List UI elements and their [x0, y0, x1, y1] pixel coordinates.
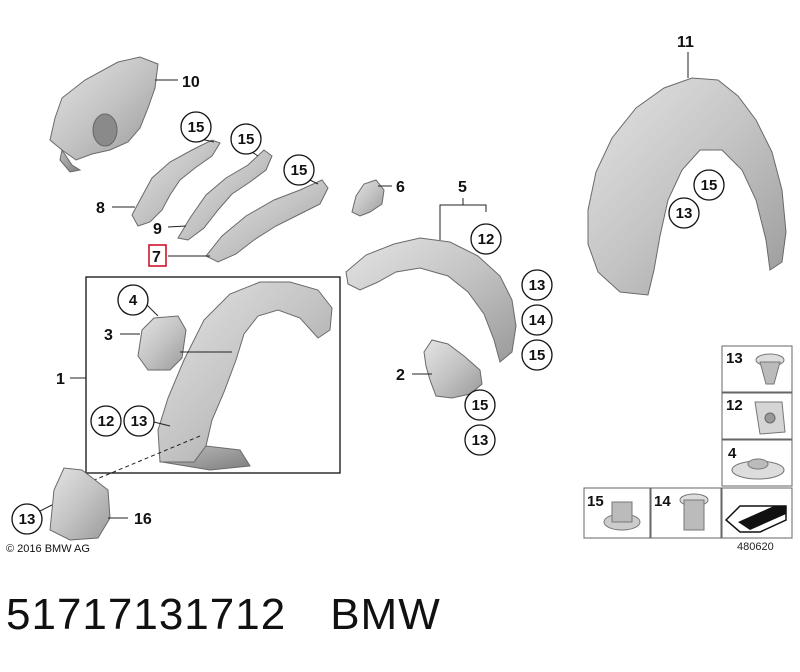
label-2: 2	[396, 367, 405, 384]
callout-13-b: 13	[464, 424, 496, 456]
svg-text:13: 13	[472, 432, 489, 449]
callout-4: 4	[117, 284, 149, 316]
label-1: 1	[56, 371, 65, 388]
callout-13-c: 13	[668, 197, 700, 229]
fastener-legend	[583, 345, 793, 539]
svg-text:15: 15	[188, 119, 205, 136]
svg-text:15: 15	[238, 131, 255, 148]
callout-12-a: 12	[470, 223, 502, 255]
svg-text:13: 13	[676, 205, 693, 222]
arrow-pictogram-icon	[724, 505, 787, 533]
clip-4-icon	[731, 458, 785, 480]
callout-15-a: 15	[180, 111, 212, 143]
label-3: 3	[104, 327, 113, 344]
image-id: 480620	[737, 541, 774, 553]
callout-14-a: 14	[521, 304, 553, 336]
callout-13-d: 13	[123, 405, 155, 437]
part-8-shape	[131, 139, 221, 227]
legend-label-4: 4	[728, 445, 737, 462]
part-3-shape	[137, 315, 187, 371]
legend-label-13: 13	[726, 350, 743, 367]
callout-15-c: 15	[283, 154, 315, 186]
part-7-shape	[205, 179, 329, 263]
part-1-shape	[157, 281, 333, 471]
label-16: 16	[134, 511, 152, 528]
svg-text:13: 13	[131, 413, 148, 430]
nut-15-icon	[603, 501, 641, 531]
svg-text:4: 4	[129, 292, 138, 309]
svg-text:12: 12	[478, 231, 495, 248]
plug-14-icon	[679, 493, 709, 531]
callout-13-e: 13	[11, 503, 43, 535]
svg-text:13: 13	[529, 277, 546, 294]
highlight-box-7	[148, 244, 167, 267]
label-5: 5	[458, 179, 467, 196]
svg-text:15: 15	[291, 162, 308, 179]
part-number: 51717131712	[6, 590, 287, 639]
part-1-group-box	[85, 276, 341, 474]
callout-15-d: 15	[521, 339, 553, 371]
legend-label-12: 12	[726, 397, 743, 414]
label-9: 9	[153, 221, 162, 238]
callout-12-b: 12	[90, 405, 122, 437]
part-5-shape	[345, 237, 517, 363]
svg-text:13: 13	[19, 511, 36, 528]
callout-13-a: 13	[521, 269, 553, 301]
part-2-shape	[423, 339, 483, 399]
part-9-shape	[177, 149, 273, 241]
legend-label-15: 15	[587, 493, 604, 510]
svg-text:12: 12	[98, 413, 115, 430]
callout-15-b: 15	[230, 123, 262, 155]
callout-15-e: 15	[464, 389, 496, 421]
svg-text:14: 14	[529, 312, 546, 329]
callout-15-f: 15	[693, 169, 725, 201]
label-11: 11	[677, 34, 694, 51]
copyright-text: © 2016 BMW AG	[6, 543, 90, 555]
label-7: 7	[152, 249, 161, 266]
legend-label-14: 14	[654, 493, 671, 510]
clip-nut-12-icon	[754, 401, 786, 435]
label-8: 8	[96, 200, 105, 217]
label-10: 10	[182, 74, 200, 91]
part-10-shape	[49, 56, 159, 173]
part-6-shape	[351, 179, 385, 217]
part-number-line: 51717131712 BMW	[6, 590, 441, 640]
part-11-shape	[587, 77, 787, 296]
svg-text:15: 15	[701, 177, 718, 194]
svg-text:15: 15	[472, 397, 489, 414]
clip-13-icon	[755, 353, 785, 385]
brand-name: BMW	[330, 590, 441, 639]
part-16-shape	[49, 467, 111, 541]
label-6: 6	[396, 179, 405, 196]
svg-text:15: 15	[529, 347, 546, 364]
